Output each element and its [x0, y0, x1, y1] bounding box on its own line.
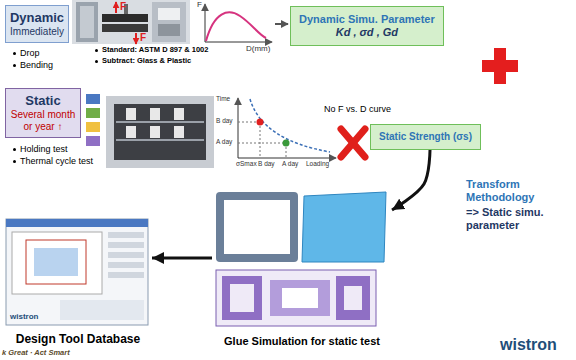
- result-box: Static Strength (σs): [370, 124, 481, 150]
- axis-label: Time: [216, 95, 230, 102]
- flow-arrow: [275, 23, 288, 25]
- image-group: Design Tool Database: [4, 215, 152, 346]
- node-title: Static: [9, 93, 77, 109]
- process-box: StaticSeveral month or year ↑: [5, 88, 81, 138]
- axis-label: B day: [216, 117, 233, 124]
- bullet-note: Subtract: Glass & Plastic: [94, 57, 191, 66]
- node-subtitle: Kd , σd , Gd: [299, 26, 435, 39]
- instrument-icons: [86, 94, 100, 146]
- node-subtitle: Several month or year ↑: [9, 109, 77, 133]
- method-note: => Static simu. parameter: [466, 206, 570, 231]
- method-note: Transform Methodology: [466, 178, 566, 203]
- node-title: Dynamic: [9, 10, 65, 26]
- axis-label: D(mm): [246, 44, 270, 53]
- bullet-item: Drop: [12, 48, 40, 58]
- axis-label: F: [197, 0, 202, 9]
- force-label: F: [140, 32, 146, 44]
- result-box: Dynamic Simu. ParameterKd , σd , Gd: [290, 6, 444, 46]
- node-title: Dynamic Simu. Parameter: [299, 13, 435, 26]
- logo-text: wistron: [10, 312, 38, 321]
- force-label: F: [120, 1, 126, 13]
- bullet-item: Bending: [12, 60, 53, 70]
- axis-label: B day: [258, 160, 275, 167]
- node-title: Static Strength (σs): [379, 131, 472, 143]
- tool-screenshot: [6, 219, 148, 325]
- node-title: Glue Simulation for static test: [224, 335, 380, 348]
- bullet-item: Holding test: [12, 144, 68, 154]
- process-box: DynamicImmediately: [5, 5, 69, 43]
- creep-curve: [238, 98, 336, 158]
- glue-simulation-images: [216, 192, 386, 326]
- node-title: Design Tool Database: [16, 332, 140, 346]
- note: No F vs. D curve: [324, 104, 391, 114]
- flow-arrow: [152, 257, 212, 260]
- axis-label: σSmax: [236, 160, 257, 167]
- bullet-item: Thermal cycle test: [12, 156, 93, 166]
- logo-text: wistron: [500, 336, 557, 354]
- axis-label: A day: [282, 160, 298, 167]
- node-subtitle: Immediately: [9, 26, 65, 38]
- chamber-photo: [106, 96, 214, 168]
- plus-sign: [482, 48, 518, 84]
- axis-label: Loading: [306, 160, 329, 167]
- force-curve: [205, 4, 272, 42]
- image-group: Glue Simulation for static test: [212, 188, 392, 348]
- cross-mark: [341, 129, 365, 157]
- bullet-note: Standard: ASTM D 897 & 1002: [94, 46, 208, 55]
- flow-arrow: [392, 150, 430, 210]
- axis-label: A day: [216, 138, 232, 145]
- test-photo: [72, 0, 190, 44]
- slogan: k Great · Act Smart: [2, 349, 70, 358]
